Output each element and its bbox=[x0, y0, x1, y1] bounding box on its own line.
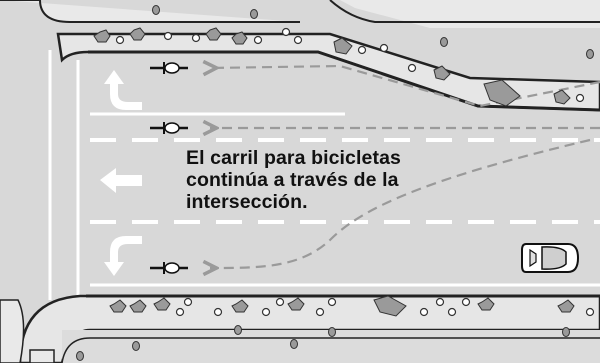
car-icon bbox=[521, 243, 580, 273]
caption-line: intersección. bbox=[186, 191, 308, 213]
corner-block bbox=[29, 349, 55, 363]
cyclist-icon bbox=[150, 262, 188, 274]
top-left-corner bbox=[0, 0, 300, 23]
tree-icon bbox=[93, 27, 571, 107]
bottom-curb-line bbox=[61, 337, 600, 363]
caption-line: El carril para bicicletas bbox=[186, 147, 401, 169]
shrub-icon bbox=[175, 297, 595, 317]
diagram-caption: El carril para bicicletas continúa a tra… bbox=[186, 147, 446, 213]
caption-line: continúa a través de la bbox=[186, 169, 399, 191]
pedestrian-icon bbox=[152, 5, 594, 59]
bike-path-top bbox=[210, 66, 600, 108]
top-median-edge bbox=[88, 50, 600, 112]
shrub-icon bbox=[115, 27, 585, 103]
cyclist-icon bbox=[150, 122, 188, 134]
top-curb-line bbox=[329, 0, 600, 23]
cyclist-icon bbox=[150, 62, 188, 74]
bike-path-crossing bbox=[210, 138, 591, 268]
bottom-left-corner bbox=[0, 299, 25, 363]
tree-icon bbox=[109, 295, 575, 317]
turn-left-arrow-icon bbox=[104, 70, 142, 110]
pedestrian-icon bbox=[76, 325, 570, 361]
left-arrow-icon bbox=[100, 168, 142, 193]
turn-left-down-arrow-icon bbox=[104, 236, 142, 276]
top-median bbox=[56, 32, 600, 112]
